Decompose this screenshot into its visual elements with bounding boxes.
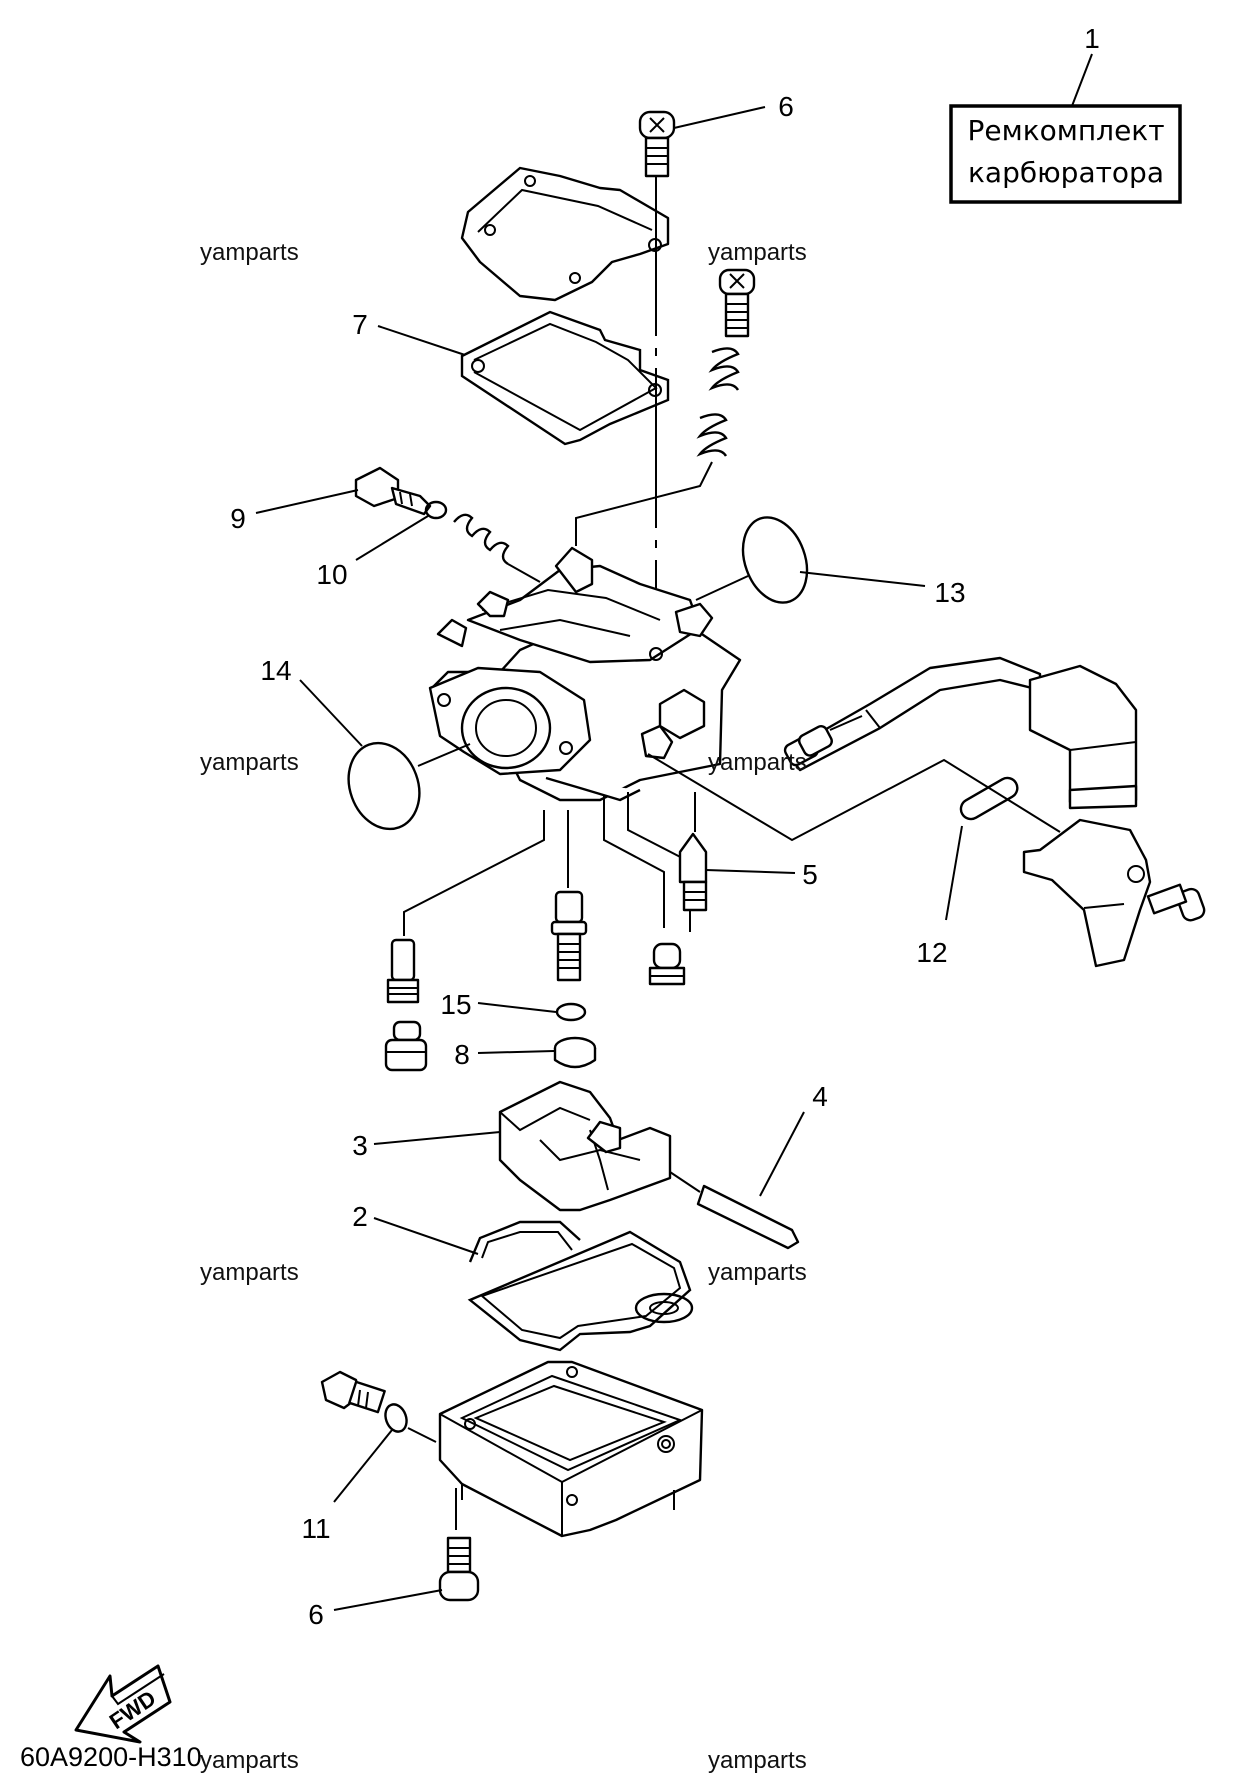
- float-3: [498, 1080, 672, 1212]
- fwd-arrow-icon: FWD: [74, 1664, 172, 1744]
- watermark: yamparts: [708, 1259, 807, 1286]
- callout-14: 14: [260, 655, 291, 686]
- plug-8: [553, 1036, 597, 1069]
- callout-6-bottom: 6: [308, 1599, 324, 1630]
- float-bowl-gasket-2: [467, 1220, 694, 1352]
- o-ring-13: [741, 516, 809, 604]
- pilot-jet: [648, 942, 686, 986]
- watermark: yamparts: [708, 749, 807, 776]
- callout-15: 15: [440, 989, 471, 1020]
- callout-4: 4: [812, 1081, 828, 1112]
- main-nozzle: [550, 890, 588, 982]
- drain-screw: [320, 1370, 386, 1414]
- callout-5: 5: [802, 859, 818, 890]
- o-ring-10: [424, 500, 448, 520]
- pump-screw: [1146, 883, 1206, 922]
- idle-screw-9: [354, 466, 432, 516]
- callout-9: 9: [230, 503, 246, 534]
- callout-12: 12: [916, 937, 947, 968]
- watermark: yamparts: [200, 749, 299, 776]
- float-pin-4: [696, 1184, 800, 1250]
- callout-10: 10: [316, 559, 347, 590]
- hose-connector: [783, 715, 863, 767]
- fuel-pump: [1022, 664, 1152, 968]
- carburetor-body: [428, 546, 742, 802]
- plug-bottom-left: [384, 1020, 428, 1072]
- callout-11: 11: [301, 1513, 330, 1544]
- callout-2: 2: [352, 1201, 368, 1232]
- pilot-screw: [718, 268, 756, 338]
- callout-1: 1: [1084, 23, 1100, 54]
- watermark: yamparts: [708, 1747, 807, 1774]
- callout-7: 7: [352, 309, 368, 340]
- callout-8: 8: [454, 1039, 470, 1070]
- watermark: yamparts: [200, 239, 299, 266]
- o-ring-15: [555, 1002, 587, 1022]
- watermark: yamparts: [708, 239, 807, 266]
- needle-valve-5: [678, 832, 708, 912]
- watermark: yamparts: [200, 1747, 299, 1774]
- callout-3: 3: [352, 1130, 368, 1161]
- callout-6-top: 6: [778, 91, 794, 122]
- kit-box-line2: карбюратора: [968, 156, 1164, 189]
- seal-12: [959, 776, 1019, 821]
- spring-right-upper: [708, 347, 740, 391]
- jet-left: [386, 938, 420, 1004]
- screw-6-bottom: [438, 1536, 480, 1602]
- fuel-hose: [784, 656, 1042, 772]
- o-ring-11: [384, 1403, 408, 1433]
- repair-kit-box: Ремкомплект карбюратора: [949, 53, 1182, 204]
- kit-box-line1: Ремкомплект: [967, 114, 1164, 147]
- float-bowl: [438, 1360, 704, 1538]
- spring-left: [453, 513, 510, 566]
- callout-13: 13: [934, 577, 965, 608]
- top-cover-plate: [460, 166, 670, 302]
- diagram-code: 60A9200-H310: [20, 1742, 202, 1772]
- o-ring-14: [347, 741, 421, 831]
- spring-right-lower: [696, 413, 728, 457]
- watermark: yamparts: [200, 1259, 299, 1286]
- gasket-7: [460, 310, 670, 446]
- screw-6-top: [638, 110, 676, 178]
